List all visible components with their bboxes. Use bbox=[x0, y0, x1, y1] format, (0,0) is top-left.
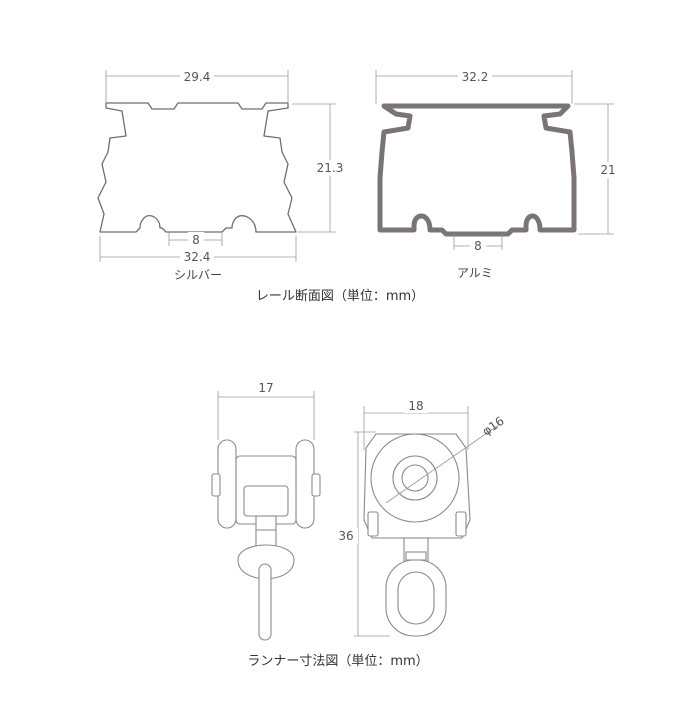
silver-rail-caption: シルバー bbox=[174, 268, 222, 282]
silver-height-dimension: 21.3 bbox=[292, 103, 346, 233]
runner-side-hook bbox=[258, 563, 272, 641]
silver-bottom-width-dimension: 32.4 bbox=[99, 236, 297, 265]
silver-top-width-dimension: 29.4 bbox=[105, 68, 289, 102]
runner-side-width-dimension: 17 bbox=[217, 380, 315, 440]
aluminum-slot-label: 8 bbox=[474, 239, 482, 253]
silver-rail-profile bbox=[97, 102, 297, 233]
runner-wheel-diameter-label: φ16 bbox=[480, 414, 507, 439]
aluminum-rail-figure: 32.2 21 8 アルミ bbox=[375, 68, 620, 280]
silver-slot-dimension: 8 bbox=[168, 232, 223, 247]
runner-side-view: 17 bbox=[211, 380, 321, 641]
aluminum-rail-profile bbox=[377, 103, 577, 237]
aluminum-height-label: 21 bbox=[600, 163, 615, 177]
runner-side-width-label: 17 bbox=[258, 381, 273, 395]
runner-title: ランナー寸法図（単位：mm） bbox=[247, 653, 428, 669]
runner-front-hub bbox=[401, 464, 429, 492]
runner-front-right-clip bbox=[455, 511, 467, 537]
aluminum-top-width-dimension: 32.2 bbox=[375, 68, 573, 104]
silver-bottom-width-label: 32.4 bbox=[184, 250, 211, 264]
runner-right-wheel bbox=[295, 439, 315, 529]
runner-front-width-label: 18 bbox=[408, 399, 423, 413]
runner-side-loop bbox=[237, 544, 295, 580]
silver-height-label: 21.3 bbox=[317, 161, 344, 175]
aluminum-height-dimension: 21 bbox=[574, 103, 620, 235]
runner-front-view: 18 36 φ16 bbox=[336, 399, 507, 637]
rail-section-title: レール断面図（単位：mm） bbox=[256, 288, 424, 304]
silver-top-width-label: 29.4 bbox=[184, 70, 211, 84]
runner-left-axle bbox=[211, 473, 221, 497]
silver-slot-label: 8 bbox=[192, 233, 200, 247]
runner-side-block bbox=[243, 485, 289, 517]
runner-height-label: 36 bbox=[338, 529, 353, 543]
runner-front-left-clip bbox=[367, 511, 379, 537]
runner-front-ring-inner bbox=[397, 571, 435, 625]
silver-rail-figure: 29.4 21.3 8 32.4 シルバー bbox=[97, 68, 346, 282]
runner-left-wheel bbox=[217, 439, 237, 529]
runner-height-dimension: 36 bbox=[336, 431, 390, 637]
runner-right-axle bbox=[311, 473, 321, 497]
runner-front-neck-ring bbox=[405, 551, 427, 561]
aluminum-slot-dimension: 8 bbox=[453, 234, 503, 253]
aluminum-rail-caption: アルミ bbox=[457, 266, 493, 280]
runner-front-width-dimension: 18 bbox=[363, 399, 469, 450]
runner-side-stem bbox=[255, 515, 277, 549]
aluminum-top-width-label: 32.2 bbox=[462, 70, 489, 84]
